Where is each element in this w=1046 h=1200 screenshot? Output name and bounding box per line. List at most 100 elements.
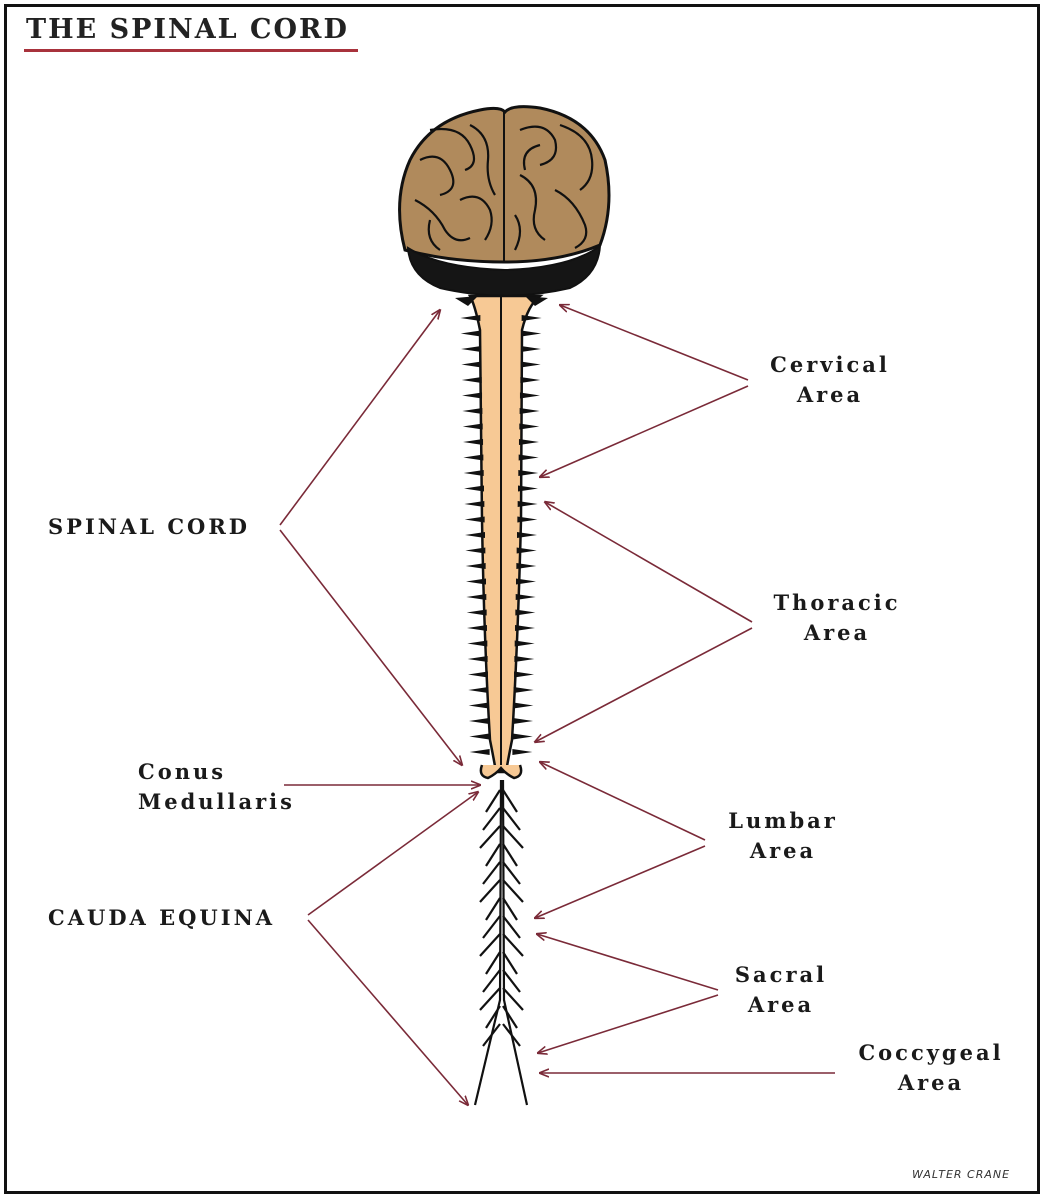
label-cervical-line1: Cervical <box>770 352 890 377</box>
nerve-root-left <box>468 718 489 724</box>
cauda-strand-right <box>502 807 521 831</box>
nerve-root-right <box>517 485 538 492</box>
nerve-root-left <box>463 454 484 461</box>
nerve-root-left <box>466 609 487 616</box>
nerve-root-left <box>466 594 487 600</box>
nerve-root-left <box>462 423 483 430</box>
nerve-root-right <box>513 718 534 724</box>
nerve-root-right <box>517 501 538 507</box>
label-cervical-area: Cervical Area <box>760 350 900 410</box>
nerve-root-left <box>465 547 486 554</box>
nerve-root-right <box>518 470 539 476</box>
nerve-root-left <box>460 330 481 337</box>
cauda-equina <box>473 779 529 1106</box>
cauda-strand-left <box>485 897 501 921</box>
cauda-strand-left <box>485 951 501 975</box>
label-cauda-equina: CAUDA EQUINA <box>48 905 276 930</box>
nerve-root-left <box>467 656 488 662</box>
cauda-strand-left <box>482 969 501 993</box>
nerve-root-right <box>520 377 541 383</box>
label-conus-line1: Conus <box>138 759 227 784</box>
cauda-strand-right <box>502 843 518 867</box>
cauda-strand-right <box>502 861 521 885</box>
nerve-root-right <box>514 656 535 662</box>
nerve-root-right <box>515 625 536 631</box>
nerve-root-left <box>464 501 485 507</box>
nerve-root-right <box>512 749 533 755</box>
figure-title: THE SPINAL CORD <box>26 14 349 45</box>
nerve-root-right <box>515 594 536 600</box>
cauda-strand-left <box>482 861 501 885</box>
label-lumbar-line2: Area <box>749 838 817 863</box>
label-thoracic-line2: Area <box>803 620 871 645</box>
nerve-roots <box>460 315 542 755</box>
label-cervical-line2: Area <box>796 382 864 407</box>
nerve-root-left <box>460 315 481 321</box>
cauda-strand-left <box>485 843 501 867</box>
nerve-root-left <box>469 749 490 755</box>
cauda-strand-left <box>482 915 501 939</box>
label-lumbar-area: Lumbar Area <box>716 806 850 866</box>
nerve-root-right <box>517 516 538 523</box>
nerve-root-right <box>520 346 541 352</box>
cauda-strand-right <box>502 825 524 849</box>
cauda-strand-left <box>482 1023 501 1047</box>
nerve-root-right <box>515 609 536 616</box>
cauda-strand-left <box>479 933 501 957</box>
nerve-root-left <box>463 470 484 476</box>
label-coccygeal-area: Coccygeal Area <box>846 1038 1016 1098</box>
cauda-strand-left <box>485 789 501 813</box>
brain-illustration <box>398 105 611 298</box>
cauda-strand-right <box>502 789 518 813</box>
cauda-strand-right <box>502 969 521 993</box>
cauda-strand-left <box>479 879 501 903</box>
label-spinal-cord: SPINAL CORD <box>48 514 251 539</box>
nerve-root-right <box>514 640 535 647</box>
nerve-root-right <box>513 687 534 693</box>
nerve-root-right <box>521 315 542 321</box>
nerve-root-right <box>519 392 540 399</box>
nerve-root-right <box>513 702 534 709</box>
label-lumbar-line1: Lumbar <box>728 808 838 833</box>
nerve-root-left <box>461 361 482 368</box>
nerve-root-left <box>468 687 489 693</box>
nerve-root-right <box>518 439 539 445</box>
cauda-strand-right <box>502 915 521 939</box>
nerve-root-left <box>465 563 486 569</box>
nerve-root-right <box>512 733 533 740</box>
cauda-strand-left <box>479 987 501 1011</box>
nerve-root-right <box>519 408 540 414</box>
nerve-root-right <box>521 330 542 337</box>
nerve-root-left <box>465 532 485 538</box>
nerve-root-left <box>461 377 482 383</box>
cauda-strand-right <box>502 933 524 957</box>
nerve-root-left <box>467 640 488 647</box>
label-coccygeal-line2: Area <box>897 1070 965 1095</box>
nerve-root-left <box>462 392 483 399</box>
nerve-root-right <box>517 532 537 538</box>
cauda-strand-right <box>502 1023 521 1047</box>
nerve-root-right <box>514 671 535 678</box>
cauda-strand-right <box>502 897 518 921</box>
nerve-root-left <box>464 485 485 492</box>
artist-signature: WALTER CRANE <box>912 1168 1011 1181</box>
nerve-root-right <box>516 563 537 569</box>
nerve-root-right <box>520 361 541 368</box>
cauda-strand-right <box>502 987 524 1011</box>
label-coccygeal-line1: Coccygeal <box>858 1040 1004 1065</box>
label-conus-medullaris: Conus Medullaris <box>138 757 295 817</box>
label-sacral-line1: Sacral <box>734 962 828 987</box>
cauda-strand-left <box>482 807 501 831</box>
nerve-root-left <box>461 346 482 352</box>
cauda-strand-right <box>502 1005 518 1029</box>
label-thoracic-area: Thoracic Area <box>762 588 912 648</box>
cauda-strand-right <box>502 951 518 975</box>
nerve-root-left <box>465 578 486 585</box>
nerve-root-left <box>469 733 490 740</box>
conus-medullaris <box>479 764 523 780</box>
label-sacral-line2: Area <box>747 992 815 1017</box>
label-conus-line2: Medullaris <box>138 789 295 814</box>
nerve-root-right <box>516 578 537 585</box>
title-underline <box>24 49 358 52</box>
